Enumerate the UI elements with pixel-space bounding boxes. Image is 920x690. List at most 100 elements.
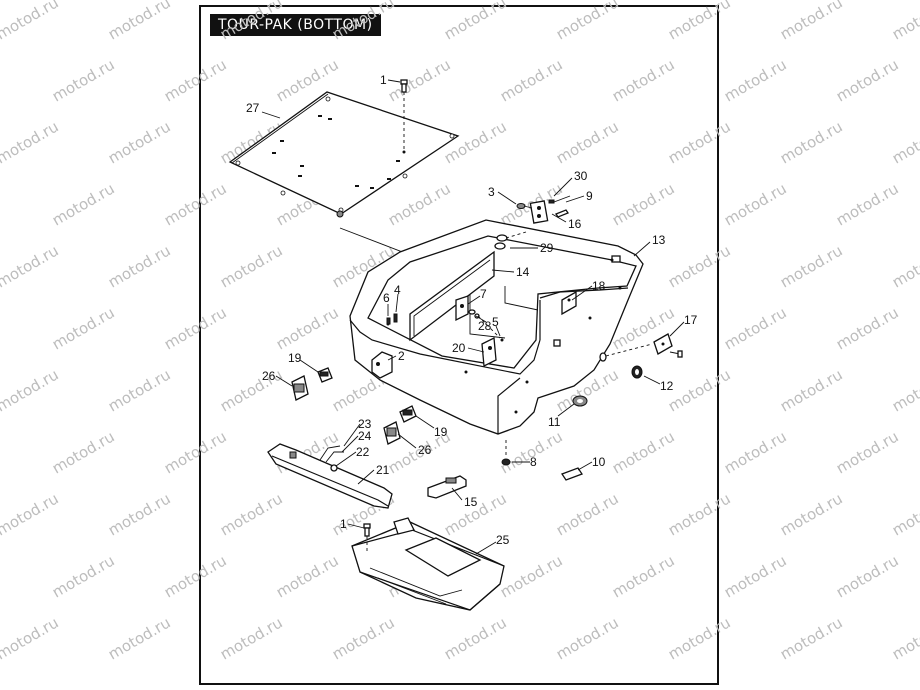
watermark-text: motod.ru bbox=[217, 0, 286, 43]
watermark-text: motod.ru bbox=[721, 551, 790, 601]
lower-hardware bbox=[427, 440, 583, 499]
callout-16: 16 bbox=[568, 217, 582, 231]
watermark-text: motod.ru bbox=[0, 365, 62, 415]
watermark-text: motod.ru bbox=[665, 117, 734, 167]
callout-8: 8 bbox=[530, 455, 537, 469]
watermark-text: motod.ru bbox=[777, 0, 846, 43]
watermark-text: motod.ru bbox=[609, 55, 678, 105]
watermark-text: motod.ru bbox=[777, 241, 846, 291]
watermark-text: motod.ru bbox=[721, 55, 790, 105]
watermark-text: motod.ru bbox=[385, 179, 454, 229]
watermark-text: motod.ru bbox=[49, 303, 118, 353]
watermark-text: motod.ru bbox=[553, 613, 622, 663]
watermark-text: motod.ru bbox=[161, 551, 230, 601]
watermark-text: motod.ru bbox=[665, 0, 734, 43]
watermark-text: motod.ru bbox=[105, 365, 174, 415]
callout-14: 14 bbox=[516, 265, 530, 279]
hinge-hardware bbox=[494, 195, 571, 250]
watermark-text: motod.ru bbox=[161, 427, 230, 477]
watermark-text: motod.ru bbox=[105, 613, 174, 663]
part-1-screw-top bbox=[400, 79, 408, 154]
callout-25: 25 bbox=[496, 533, 510, 547]
watermark-text: motod.ru bbox=[553, 0, 622, 43]
callout-9: 9 bbox=[586, 189, 593, 203]
callout-4: 4 bbox=[394, 283, 401, 297]
callout-12: 12 bbox=[660, 379, 674, 393]
callout-1-top: 1 bbox=[380, 73, 387, 87]
watermark-text: motod.ru bbox=[441, 613, 510, 663]
watermark-text: motod.ru bbox=[49, 179, 118, 229]
callout-6: 6 bbox=[383, 291, 390, 305]
watermark-text: motod.ru bbox=[497, 427, 566, 477]
watermark-text: motod.ru bbox=[161, 303, 230, 353]
watermark-text: motod.ru bbox=[161, 179, 230, 229]
watermark-text: motod.ru bbox=[721, 303, 790, 353]
watermark-text: motod.ru bbox=[609, 427, 678, 477]
watermark-text: motod.ru bbox=[665, 613, 734, 663]
watermark-text: motod.ru bbox=[777, 613, 846, 663]
watermark-text: motod.ru bbox=[833, 55, 902, 105]
callout-13: 13 bbox=[652, 233, 666, 247]
watermark-text: motod.ru bbox=[777, 489, 846, 539]
watermark-text: motod.ru bbox=[273, 551, 342, 601]
watermark-text: motod.ru bbox=[105, 0, 174, 43]
watermark-text: motod.ru bbox=[889, 365, 920, 415]
callout-15: 15 bbox=[464, 495, 478, 509]
watermark-text: motod.ru bbox=[49, 427, 118, 477]
callout-20: 20 bbox=[452, 341, 466, 355]
watermark-text: motod.ru bbox=[217, 489, 286, 539]
watermark-text: motod.ru bbox=[105, 241, 174, 291]
callout-19-upper: 19 bbox=[288, 351, 302, 365]
callout-22: 22 bbox=[356, 445, 370, 459]
side-hardware bbox=[572, 333, 683, 407]
watermark-text: motod.ru bbox=[833, 179, 902, 229]
callout-23: 23 bbox=[358, 417, 372, 431]
callout-26-upper: 26 bbox=[262, 369, 276, 383]
callout-18: 18 bbox=[592, 279, 606, 293]
watermark-text: motod.ru bbox=[273, 303, 342, 353]
watermark-text: motod.ru bbox=[777, 117, 846, 167]
watermark-text: motod.ru bbox=[889, 0, 920, 43]
watermark-text: motod.ru bbox=[889, 117, 920, 167]
watermark-text: motod.ru bbox=[721, 179, 790, 229]
callout-3: 3 bbox=[488, 185, 495, 199]
watermark-text: motod.ru bbox=[889, 613, 920, 663]
callout-leaders bbox=[261, 79, 685, 555]
watermark-text: motod.ru bbox=[105, 117, 174, 167]
callout-17: 17 bbox=[684, 313, 698, 327]
callout-26-lower: 26 bbox=[418, 443, 432, 457]
callout-2: 2 bbox=[398, 349, 405, 363]
watermark-text: motod.ru bbox=[0, 0, 62, 43]
watermark-text: motod.ru bbox=[0, 613, 62, 663]
callout-28: 28 bbox=[478, 319, 492, 333]
watermark-text: motod.ru bbox=[0, 489, 62, 539]
part-18-bracket bbox=[561, 290, 577, 316]
watermark-text: motod.ru bbox=[665, 365, 734, 415]
part-27-liner-panel bbox=[228, 91, 460, 218]
watermark-text: motod.ru bbox=[329, 0, 398, 43]
watermark-text: motod.ru bbox=[0, 241, 62, 291]
part-25-bottom-tray bbox=[351, 517, 505, 611]
callout-29: 29 bbox=[540, 241, 554, 255]
callout-5: 5 bbox=[492, 315, 499, 329]
watermark-text: motod.ru bbox=[217, 241, 286, 291]
watermark-text: motod.ru bbox=[497, 551, 566, 601]
watermark-text: motod.ru bbox=[777, 365, 846, 415]
watermark-text: motod.ru bbox=[665, 489, 734, 539]
callout-30: 30 bbox=[574, 169, 588, 183]
watermark-text: motod.ru bbox=[833, 551, 902, 601]
latch-hardware bbox=[386, 295, 504, 368]
watermark-text: motod.ru bbox=[553, 117, 622, 167]
callout-21: 21 bbox=[376, 463, 390, 477]
callout-10: 10 bbox=[592, 455, 606, 469]
callout-24: 24 bbox=[358, 429, 372, 443]
callout-labels: 1 27 30 3 9 16 29 13 14 18 6 4 7 28 5 17… bbox=[246, 73, 698, 547]
part-21-light-bar bbox=[267, 443, 393, 509]
callout-27: 27 bbox=[246, 101, 260, 115]
watermark-text: motod.ru bbox=[0, 117, 62, 167]
watermark-text: motod.ru bbox=[49, 551, 118, 601]
diagram-title: TOUR-PAK (BOTTOM) bbox=[210, 14, 381, 36]
watermark-text: motod.ru bbox=[721, 427, 790, 477]
